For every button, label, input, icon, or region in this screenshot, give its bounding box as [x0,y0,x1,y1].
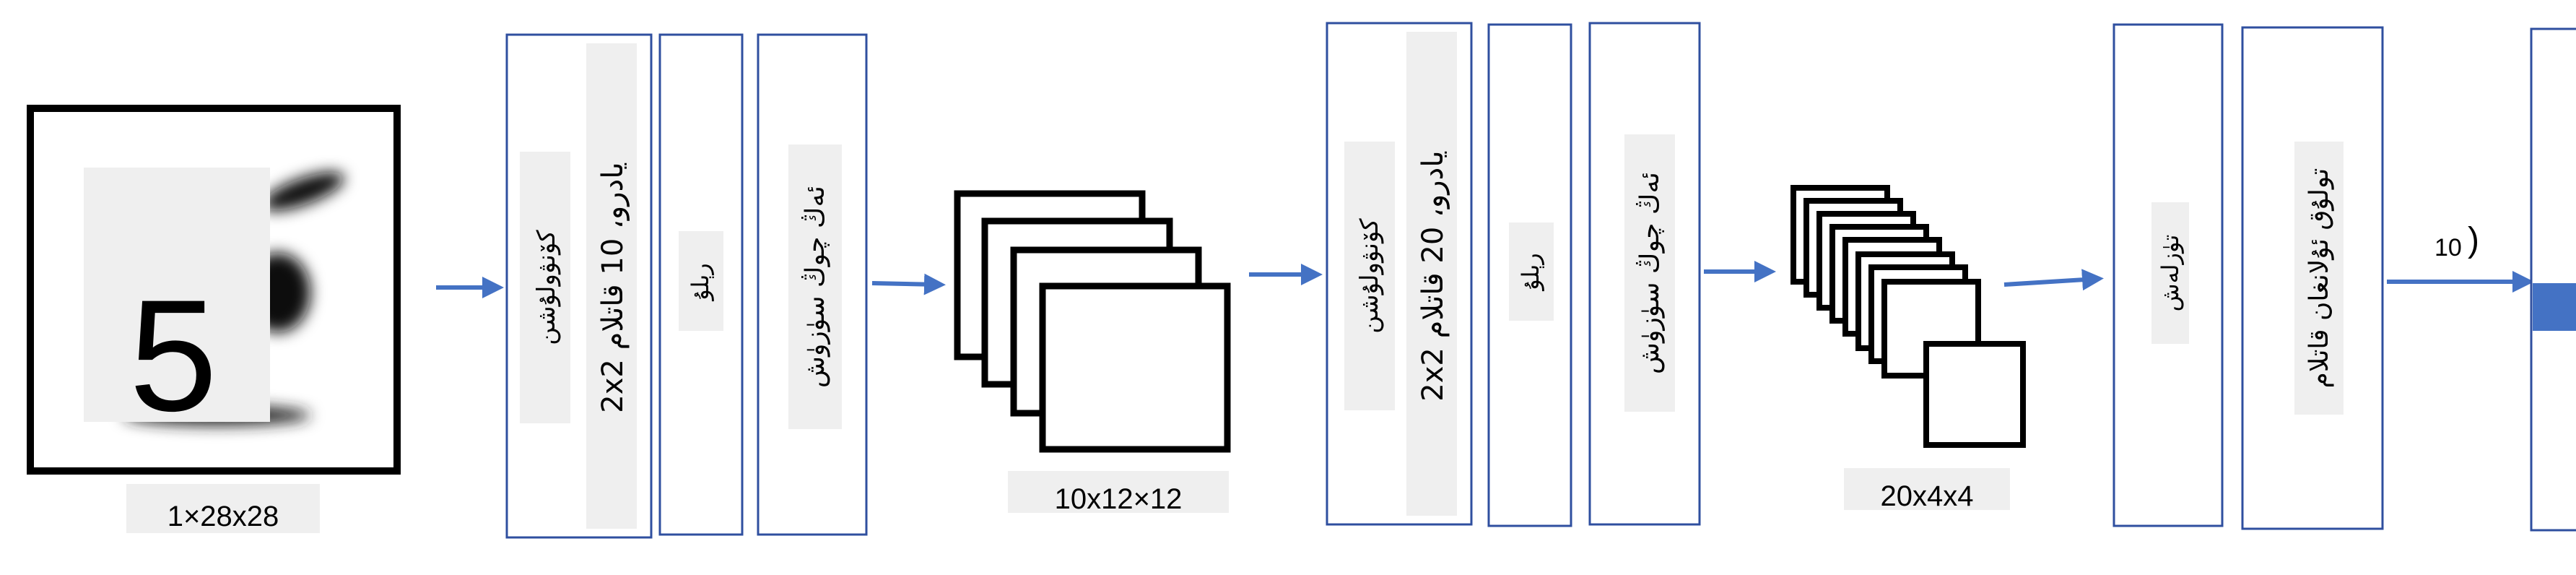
digit-overlay [84,168,270,422]
input-image: 5 [27,105,401,475]
arrow-5 [2003,269,2104,291]
output-vector [2530,27,2576,532]
block1-conv: کۆنۋولۇشن 2x2 يادرو، 10 قاتلام [505,33,653,539]
block1-relu: رېلۇ [658,33,744,536]
flatten-block: تۈزلەش [2112,23,2224,527]
fmap2-dims-label: 20x4x4 [1881,480,1974,512]
fmap1-dims-label: 10x12×12 [1055,483,1183,515]
fc-block: تولۇق ئۇلانغان قاتلام [2241,26,2384,530]
block1-conv-params: 2x2 يادرو، 10 قاتلام [596,162,630,412]
block2-pool: ئەڭ چوڭ سۈزۈش [1588,22,1701,526]
block2-conv-label: کۆنۋولۇشن [1355,217,1384,333]
input-dims-label: 1×28x28 [167,501,279,532]
fc-label: تولۇق ئۇلانغان قاتلام [2305,168,2334,389]
arrow-2 [871,273,946,295]
feature-maps-2 [1790,185,2026,448]
block1-relu-label: رېلۇ [687,263,714,301]
output-count-label: 10 [2434,234,2462,261]
fmap1-dims-bg [1008,471,1229,513]
feature-maps-1 [954,190,1231,453]
digit-label: 5 [129,267,217,444]
block2-relu-label: رېلۇ [1517,253,1544,291]
fmap2-dims-bg [1844,468,2010,510]
output-paren: ) [2468,221,2479,259]
block1-pool: ئەڭ چوڭ سۈزۈش [757,33,868,536]
block2-relu: رېلۇ [1487,23,1572,527]
block2-conv: کۆنۋولۇشن 2x2 يادرو، 20 قاتلام [1326,22,1473,526]
block1-conv-label: کۆنۋولۇشن [532,229,561,345]
block2-pool-label: ئەڭ چوڭ سۈزۈش [1635,172,1665,374]
flatten-label: تۈزلەش [2157,235,2184,312]
block2-conv-params: 2x2 يادرو، 20 قاتلام [1417,150,1450,401]
input-dims-bg [126,484,320,533]
block1-pool-label: ئەڭ چوڭ سۈزۈش [801,186,830,388]
output-active-unit [2533,283,2576,331]
